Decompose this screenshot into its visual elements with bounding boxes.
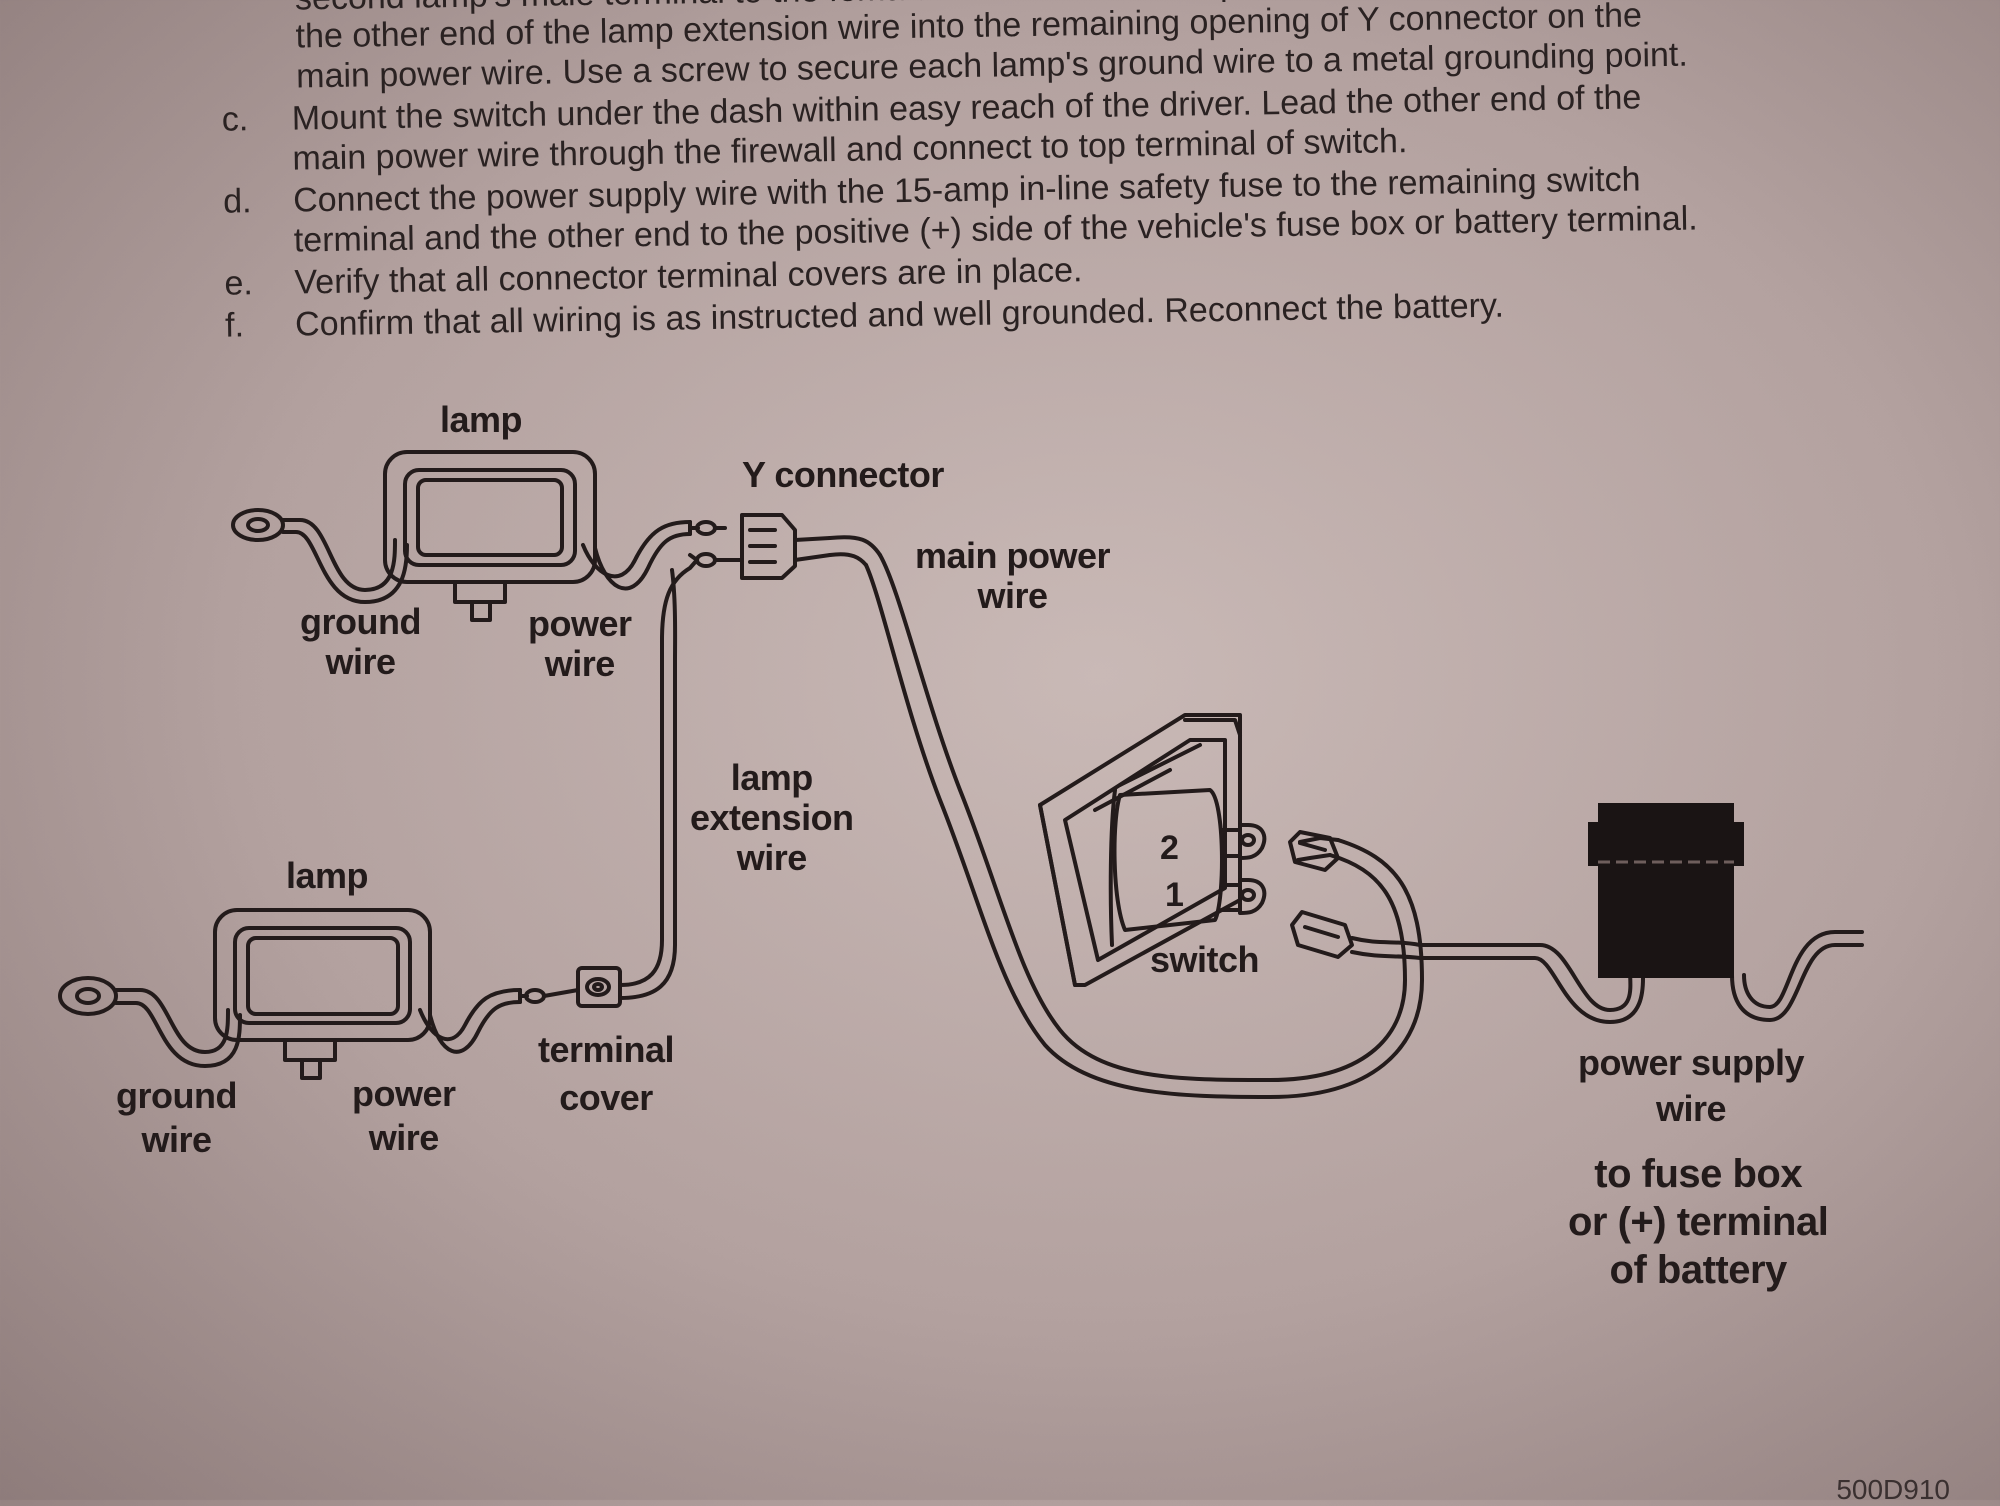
terminal-cover [576, 966, 622, 1008]
power-wire-top-label: power wire [528, 603, 632, 684]
destination-label: to fuse box or (+) terminal of battery [1568, 1152, 1829, 1292]
y-connector [688, 513, 882, 580]
top-lamp [383, 450, 597, 622]
main-power-wire-label: main power wire [915, 535, 1111, 616]
top-lamp-lens [403, 468, 577, 567]
bottom-lamp-lens [233, 926, 412, 1025]
switch-connector-top [1288, 830, 1340, 872]
terminal-cover-label: terminal cover [538, 1029, 675, 1118]
ground-wire-bottom-label: ground wire [116, 1075, 237, 1160]
switch-terminal-1-label: 1 [1165, 876, 1184, 914]
switch-connector-bottom [1290, 910, 1354, 959]
power-wire-bottom-label: power wire [352, 1073, 456, 1158]
bottom-ground-wire [58, 976, 242, 1068]
bottom-power-wire [418, 988, 580, 1054]
bottom-lamp-bolt [300, 1058, 322, 1080]
switch [1038, 713, 1267, 987]
ground-wire-top-label: ground wire [300, 601, 421, 682]
main-power-wire [864, 553, 1424, 1099]
switch-terminal-2-label: 2 [1160, 829, 1179, 867]
lamp-extension-wire [618, 558, 699, 1000]
bottom-lamp [213, 908, 432, 1080]
power-supply-wire [1350, 930, 1864, 1024]
switch-label: switch [1150, 939, 1260, 980]
lamp-bottom-label: lamp [286, 855, 369, 896]
fuse-holder [1588, 803, 1744, 978]
lamp-top-label: lamp [440, 399, 523, 440]
y-connector-label: Y connector [742, 454, 944, 495]
top-lamp-bolt [470, 600, 492, 622]
bottom-lamp-lens-inner [246, 936, 400, 1016]
power-supply-wire-label: power supply wire [1578, 1042, 1805, 1129]
lamp-extension-wire-label: lamp extension wire [690, 757, 854, 878]
bottom-lamp-mount [283, 1038, 337, 1062]
top-lamp-mount [453, 580, 507, 604]
top-ground-wire [231, 508, 409, 604]
top-power-wire [581, 520, 727, 591]
document-number: 500D910 [1836, 1474, 1950, 1505]
top-lamp-lens-inner [416, 478, 564, 557]
